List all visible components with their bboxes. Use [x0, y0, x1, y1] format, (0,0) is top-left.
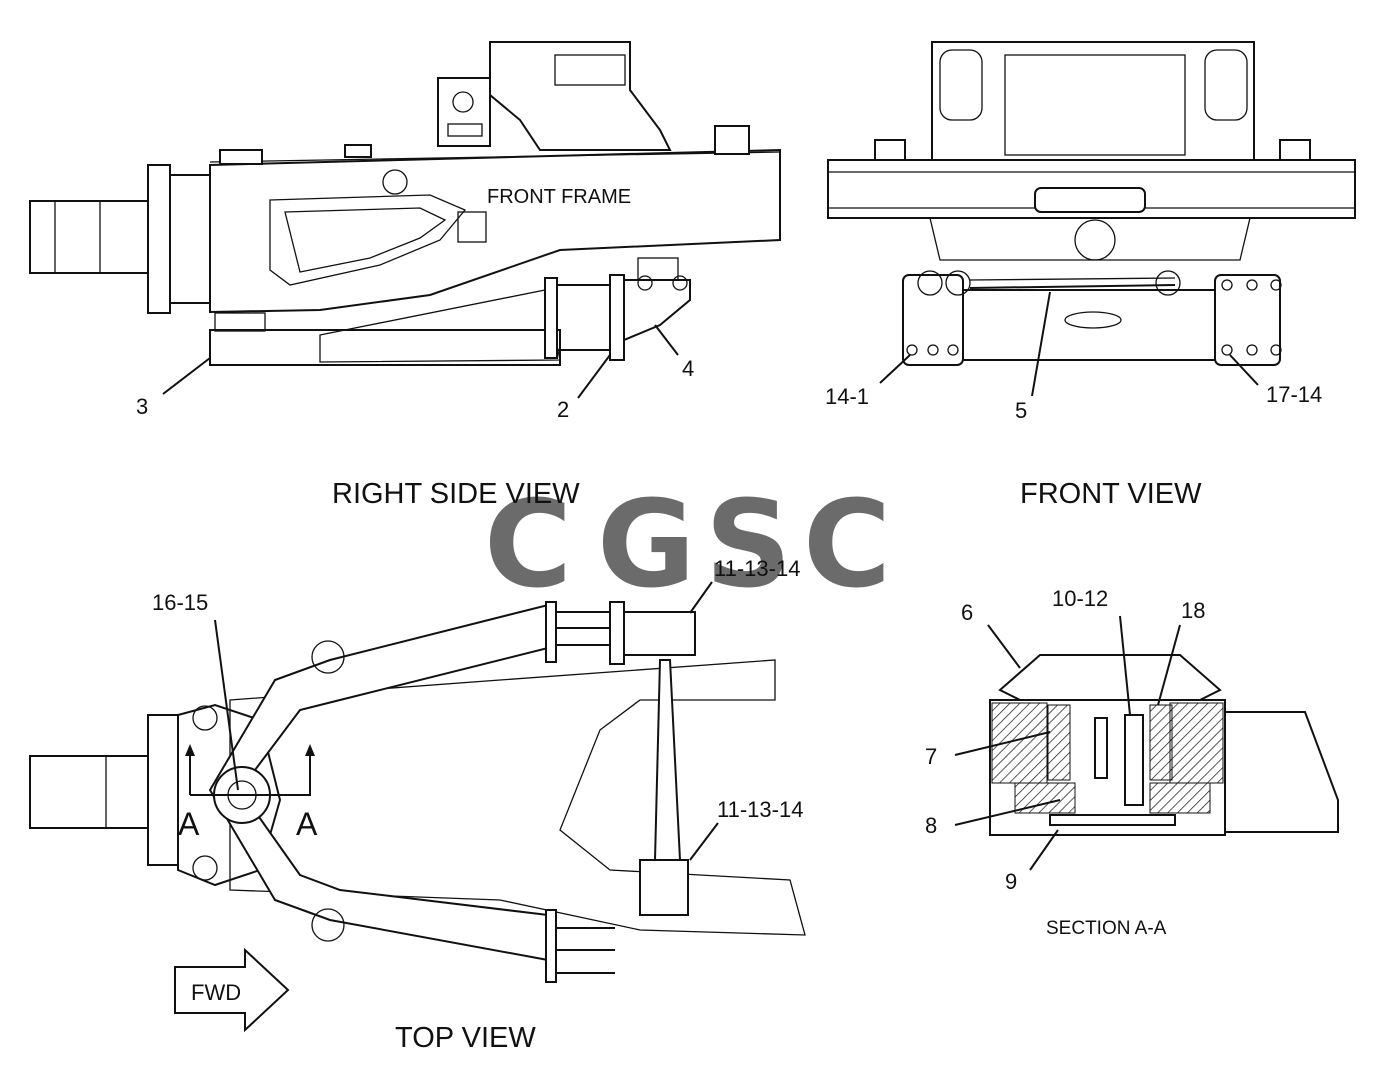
front-view [827, 41, 1356, 366]
section-mark-a-right: A [296, 806, 318, 842]
callout-17-14: 17-14 [1266, 382, 1322, 407]
callout-11-13-14-upper: 11-13-14 [714, 556, 800, 581]
callout-5: 5 [1015, 398, 1027, 423]
front-view-title: FRONT VIEW [1020, 478, 1202, 510]
callout-2: 2 [557, 397, 569, 422]
top-view [29, 601, 806, 1033]
callout-16-15: 16-15 [152, 590, 208, 615]
callout-8: 8 [925, 813, 937, 838]
callout-9: 9 [1005, 869, 1017, 894]
top-view-callouts: A A 16-15 11-13-14 11-13-14 FWD TOP VIEW [152, 556, 803, 1054]
front-view-callouts: 14-1 5 17-14 FRONT VIEW [825, 291, 1322, 510]
callout-4: 4 [682, 356, 694, 381]
fwd-label: FWD [191, 980, 241, 1005]
section-callouts: 6 10-12 18 7 8 9 SECTION A-A [925, 586, 1205, 939]
section-a-a [989, 654, 1339, 836]
callout-3: 3 [136, 394, 148, 419]
front-frame-label: FRONT FRAME [487, 186, 631, 208]
section-a-a-title: SECTION A-A [1046, 918, 1167, 939]
right-side-callouts: 3 2 4 FRONT FRAME RIGHT SIDE VIEW [136, 186, 694, 510]
watermark-letter-s: S [705, 476, 791, 615]
callout-10-12: 10-12 [1052, 586, 1108, 611]
right-side-view [29, 41, 781, 366]
section-mark-a-left: A [178, 806, 200, 842]
callout-14-1: 14-1 [825, 384, 869, 409]
cgsc-watermark: C G S C [484, 476, 891, 615]
watermark-letter-g: G [597, 476, 696, 615]
watermark-letter-c1: C [484, 476, 572, 615]
watermark-letter-c2: C [803, 476, 891, 615]
top-view-title: TOP VIEW [395, 1022, 536, 1054]
right-side-view-title: RIGHT SIDE VIEW [332, 478, 580, 510]
callout-7: 7 [925, 744, 937, 769]
callout-6: 6 [961, 600, 973, 625]
callout-11-13-14-lower: 11-13-14 [717, 797, 803, 822]
callout-18: 18 [1181, 598, 1205, 623]
